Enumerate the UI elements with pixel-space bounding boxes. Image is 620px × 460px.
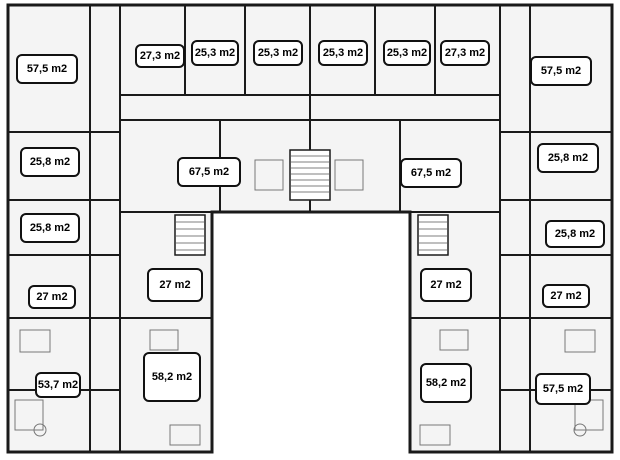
apartment-area-label: 58,2 m2: [143, 352, 201, 402]
apartment-area-label: 27 m2: [147, 268, 203, 302]
apartment-area-label: 57,5 m2: [530, 56, 592, 86]
apartment-area-label: 27,3 m2: [440, 40, 490, 66]
apartment-area-label: 27 m2: [28, 285, 76, 309]
left-wing-walls: [8, 5, 212, 452]
apartment-area-label: 25,3 m2: [191, 40, 239, 66]
apartment-area-label: 25,8 m2: [20, 147, 80, 177]
apartment-area-label: 57,5 m2: [16, 54, 78, 84]
apartment-area-label: 53,7 m2: [35, 372, 81, 398]
furniture: [14, 159, 604, 446]
apartment-area-label: 27 m2: [542, 284, 590, 308]
apartment-area-label: 25,8 m2: [537, 143, 599, 173]
apartment-area-label: 57,5 m2: [535, 373, 591, 405]
apartment-area-label: 58,2 m2: [420, 363, 472, 403]
apartment-area-label: 25,8 m2: [20, 213, 80, 243]
stairwell-top: [289, 149, 331, 201]
apartment-area-label: 67,5 m2: [400, 158, 462, 188]
apartment-area-label: 25,3 m2: [383, 40, 431, 66]
apartment-area-label: 27,3 m2: [135, 44, 185, 68]
apartment-area-label: 25,3 m2: [318, 40, 368, 66]
stairwell-right: [417, 214, 449, 256]
apartment-area-label: 27 m2: [420, 268, 472, 302]
apartment-area-label: 25,3 m2: [253, 40, 303, 66]
apartment-area-label: 25,8 m2: [545, 220, 605, 248]
apartment-area-label: 67,5 m2: [177, 157, 241, 187]
stairwell-left: [174, 214, 206, 256]
